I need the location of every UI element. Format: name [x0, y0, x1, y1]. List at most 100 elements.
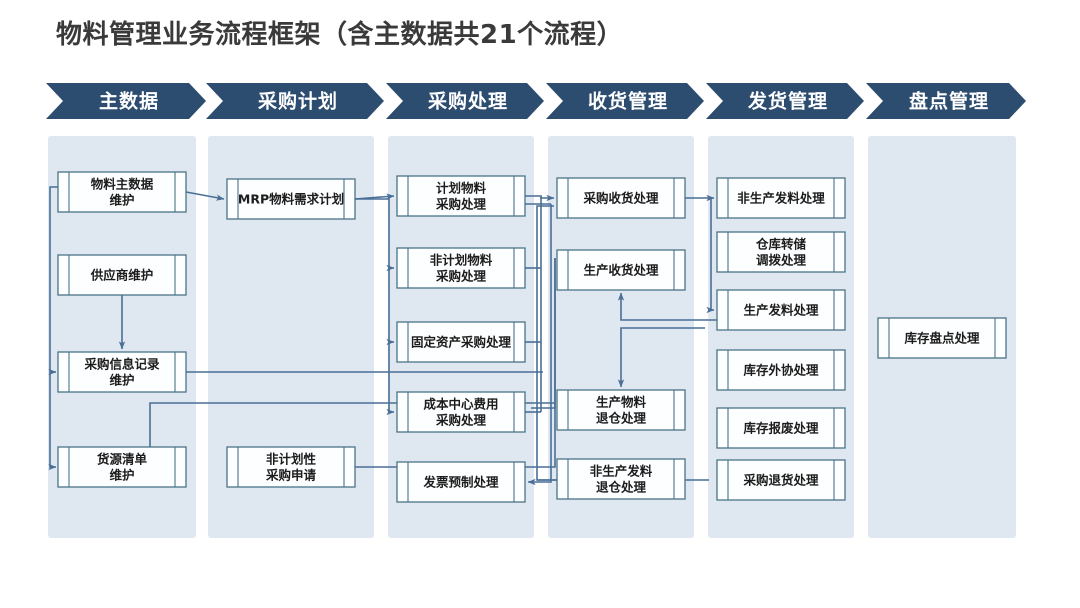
process-box-frame [716, 349, 846, 391]
process-box-label: 非生产发料处理 [737, 191, 825, 206]
process-box-frame [57, 351, 187, 393]
stage-header-4[interactable]: 收货管理 [546, 83, 704, 119]
stage-header-2[interactable]: 采购计划 [206, 83, 384, 119]
process-box-label: 采购收货处理 [582, 191, 659, 206]
process-box-frame [226, 178, 356, 220]
process-box-label: 生产发料处理 [743, 303, 819, 318]
process-box-frame [396, 461, 526, 503]
process-box-frame [556, 458, 686, 500]
process-box-frame [716, 177, 846, 219]
connector-arrow [706, 198, 715, 314]
process-box[interactable]: 采购收货处理 [556, 177, 686, 219]
process-box[interactable]: 库存盘点处理 [877, 317, 1007, 359]
process-box-label: 非计划性 [266, 452, 317, 467]
chevron-shape [46, 83, 206, 119]
process-box-label: 非计划物料 [430, 253, 493, 268]
process-box-label: 固定资产采购处理 [411, 335, 512, 350]
process-box[interactable]: 发票预制处理 [396, 461, 526, 503]
process-box-label: 发票预制处理 [422, 475, 499, 490]
connector-arrow [617, 327, 705, 388]
process-box-label: 成本中心费用 [423, 397, 498, 412]
stage-header-label: 收货管理 [588, 90, 668, 113]
process-box[interactable]: 供应商维护 [57, 254, 187, 296]
process-box-frame [57, 254, 187, 296]
process-box[interactable]: 库存报废处理 [716, 407, 846, 449]
process-box[interactable]: 库存外协处理 [716, 349, 846, 391]
stage-header-5[interactable]: 发货管理 [706, 83, 864, 119]
process-box[interactable]: 非生产发料处理 [716, 177, 846, 219]
process-box[interactable]: 生产发料处理 [716, 289, 846, 331]
process-box-label: 采购申请 [265, 468, 317, 483]
process-box-label: 生产物料 [596, 395, 647, 410]
connector-arrow [527, 204, 552, 486]
chevron-shape [206, 83, 384, 119]
process-box-label: 库存盘点处理 [904, 331, 980, 346]
stage-header-label: 盘点管理 [909, 90, 989, 113]
process-box-frame [716, 231, 846, 273]
process-box-frame [556, 177, 686, 219]
process-box-frame [716, 407, 846, 449]
process-box-label: 维护 [109, 468, 134, 483]
stage-header-label: 主数据 [99, 90, 159, 113]
connector-arrow [185, 191, 225, 201]
process-box-label: 物料主数据 [91, 177, 154, 192]
process-box-frame [877, 317, 1007, 359]
process-box-label: 供应商维护 [90, 268, 154, 283]
process-box[interactable]: 固定资产采购处理 [396, 321, 526, 363]
stage-header-label: 采购处理 [428, 90, 508, 113]
process-box-label: 库存外协处理 [743, 363, 819, 378]
process-box-frame [57, 446, 187, 488]
stage-header-1[interactable]: 主数据 [46, 83, 206, 119]
process-box-frame [396, 175, 526, 217]
process-box-frame [226, 446, 356, 488]
process-box-label: 计划物料 [436, 181, 487, 196]
process-box-frame [556, 389, 686, 431]
process-box-label: 采购信息记录 [83, 357, 160, 372]
process-boxes: 物料主数据维护供应商维护采购信息记录维护货源清单维护MRP物料需求计划非计划性采… [57, 171, 1007, 503]
process-box-label: MRP物料需求计划 [238, 192, 344, 207]
process-box-frame [396, 321, 526, 363]
stage-header-6[interactable]: 盘点管理 [866, 83, 1026, 119]
process-box-label: 退仓处理 [596, 480, 647, 495]
process-box-frame [716, 459, 846, 501]
process-box-label: 退仓处理 [596, 411, 647, 426]
connector-arrow [355, 198, 395, 416]
process-box-label: 货源清单 [97, 452, 148, 467]
process-box-label: 采购退货处理 [742, 473, 819, 488]
process-box-label: 非生产发料 [590, 464, 653, 479]
column-panel-2 [208, 136, 374, 538]
process-box-label: 采购处理 [435, 269, 487, 284]
chevron-shape [386, 83, 544, 119]
process-box-label: 库存报废处理 [743, 421, 819, 436]
stage-header-row: 主数据 采购计划 采购处理 收货管理 发货管理 盘点管理 [46, 83, 1026, 119]
connector-arrow [531, 258, 556, 409]
chevron-shape [866, 83, 1026, 119]
process-box-label: 调拨处理 [756, 253, 807, 268]
process-box-label: 仓库转储 [755, 237, 807, 252]
process-box[interactable]: 生产收货处理 [556, 249, 686, 291]
connector-arrow [49, 186, 58, 372]
stage-header-label: 采购计划 [258, 90, 338, 113]
process-box-frame [396, 391, 526, 433]
process-box-frame [716, 289, 846, 331]
process-box-frame [57, 171, 187, 213]
chevron-shape [546, 83, 704, 119]
process-box[interactable]: MRP物料需求计划 [226, 178, 356, 220]
stage-header-3[interactable]: 采购处理 [386, 83, 544, 119]
process-box-frame [556, 249, 686, 291]
process-box[interactable]: 采购退货处理 [716, 459, 846, 501]
connector-arrow [48, 372, 57, 471]
process-box-label: 生产收货处理 [583, 263, 659, 278]
chevron-shape [706, 83, 864, 119]
